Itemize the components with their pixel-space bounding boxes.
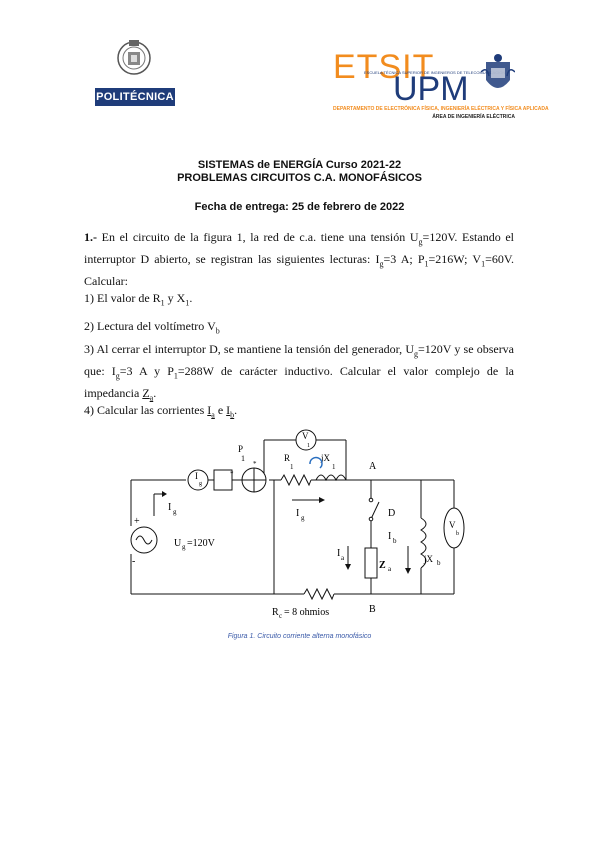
svg-text:1: 1 bbox=[332, 463, 336, 471]
svg-text:+: + bbox=[134, 516, 140, 527]
problem-number: 1.- bbox=[84, 230, 97, 244]
svg-text:P: P bbox=[238, 444, 243, 454]
svg-text:b: b bbox=[456, 531, 459, 537]
svg-text:I: I bbox=[195, 471, 198, 481]
svg-text:g: g bbox=[182, 543, 186, 551]
svg-text:V: V bbox=[449, 520, 456, 530]
problems-title: PROBLEMAS CIRCUITOS C.A. MONOFÁSICOS bbox=[177, 172, 422, 184]
svg-text:I: I bbox=[337, 548, 340, 559]
switch-contact bbox=[368, 497, 374, 503]
etsit-department: DEPARTAMENTO DE ELECTRÓNICA FÍSICA, INGE… bbox=[333, 106, 549, 112]
current-ib-arrow: I b bbox=[388, 531, 411, 574]
node-a-label: A bbox=[369, 461, 377, 472]
current-ig-left-arrow: I g bbox=[153, 491, 177, 516]
svg-text:g: g bbox=[301, 514, 305, 522]
problem-statement: 1.- En el circuito de la figura 1, la re… bbox=[84, 230, 514, 288]
figure-caption: Figura 1. Circuito corriente alterna mon… bbox=[227, 633, 372, 640]
due-date: Fecha de entrega: 25 de febrero de 2022 bbox=[194, 201, 405, 213]
resistor-rc: R c = 8 ohmios bbox=[272, 587, 335, 620]
current-ia-arrow: I a bbox=[337, 546, 351, 570]
svg-text:I: I bbox=[388, 531, 391, 542]
question-1: 1) El valor de R1 y X1. bbox=[84, 291, 193, 308]
svg-text:*: * bbox=[253, 460, 257, 468]
resistor-r1: R 1 bbox=[280, 453, 312, 487]
svg-text:b: b bbox=[393, 537, 397, 545]
svg-text:jX: jX bbox=[423, 554, 434, 564]
etsit-upm-wordmark: UPM bbox=[393, 70, 469, 108]
svg-text:g: g bbox=[199, 481, 202, 487]
question-2: 2) Lectura del voltímetro Vb bbox=[84, 319, 220, 336]
upm-crest-icon bbox=[117, 40, 151, 75]
inductor-jxb: jX b bbox=[420, 517, 441, 569]
svg-text:I: I bbox=[168, 502, 171, 513]
ammeter-ig: I g bbox=[187, 469, 209, 491]
circuit-diagram: I g P 1 * * R 1 jX 1 V 1 A D Z a bbox=[130, 429, 465, 620]
current-ig-middle-arrow: I g bbox=[292, 497, 325, 522]
svg-text:g: g bbox=[173, 508, 177, 516]
svg-text:1: 1 bbox=[307, 443, 310, 449]
course-title: SISTEMAS de ENERGÍA Curso 2021-22 bbox=[197, 159, 402, 171]
etsit-logo: ETSIT UPM ESCUELA TÉCNICA SUPERIOR DE IN… bbox=[333, 48, 549, 120]
question-3: 3) Al cerrar el interruptor D, se mantie… bbox=[84, 342, 515, 403]
svg-text:a: a bbox=[388, 565, 392, 573]
voltage-source-ug: + - U g =120V bbox=[130, 516, 216, 567]
voltmeter-v1: V 1 bbox=[295, 429, 317, 451]
etsit-crest-icon bbox=[481, 54, 515, 88]
inductor-jx1: jX 1 bbox=[309, 453, 347, 482]
etsit-school-name: ESCUELA TÉCNICA SUPERIOR DE INGENIEROS D… bbox=[364, 70, 506, 75]
svg-text:=120V: =120V bbox=[187, 538, 216, 549]
svg-text:a: a bbox=[341, 554, 345, 562]
switch-contact bbox=[368, 516, 374, 522]
svg-text:= 8 ohmios: = 8 ohmios bbox=[284, 607, 329, 618]
wattmeter-p1: P 1 * * bbox=[213, 444, 267, 493]
svg-text:b: b bbox=[437, 559, 441, 567]
svg-text:R: R bbox=[272, 607, 279, 618]
svg-text:*: * bbox=[230, 470, 234, 478]
voltmeter-vb: V b bbox=[443, 507, 465, 549]
svg-text:1: 1 bbox=[241, 454, 245, 463]
upm-wordmark: POLITÉCNICA bbox=[95, 88, 175, 106]
svg-text:Z: Z bbox=[379, 560, 386, 571]
svg-text:I: I bbox=[296, 508, 299, 519]
svg-text:c: c bbox=[279, 612, 282, 620]
svg-text:U: U bbox=[174, 538, 182, 549]
svg-text:R: R bbox=[284, 453, 290, 463]
upm-logo: POLITÉCNICA bbox=[95, 36, 175, 106]
etsit-wordmark: ETSIT bbox=[333, 48, 435, 86]
switch-d-label: D bbox=[388, 508, 395, 519]
svg-text:jX: jX bbox=[320, 453, 331, 463]
etsit-area: ÁREA DE INGENIERÍA ELÉCTRICA bbox=[432, 114, 515, 120]
svg-text:V: V bbox=[302, 431, 309, 441]
svg-text:-: - bbox=[132, 556, 135, 567]
node-b-label: B bbox=[369, 604, 376, 615]
impedance-za: Z a bbox=[364, 547, 392, 579]
svg-text:1: 1 bbox=[290, 463, 294, 471]
question-4: 4) Calcular las corrientes Ia e Ib. bbox=[84, 403, 238, 420]
